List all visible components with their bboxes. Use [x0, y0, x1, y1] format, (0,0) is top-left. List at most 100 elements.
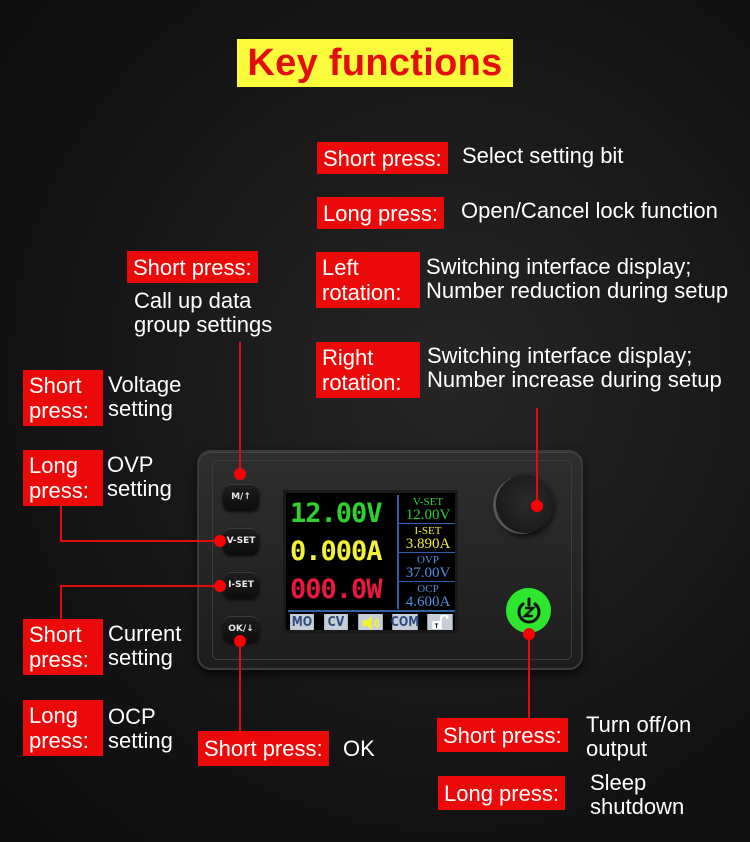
screen-divider	[399, 552, 455, 553]
screen-divider	[399, 523, 455, 524]
tag-line: Right	[322, 345, 374, 370]
device-panel	[212, 460, 572, 660]
desc-line: setting	[108, 645, 173, 670]
ocp-readout: OCP 4.600A	[399, 583, 455, 610]
encoder-left-rotation-tag: Left rotation:	[316, 252, 420, 308]
output-power: 000.0W	[290, 574, 383, 605]
vset-long-press-desc: OVP setting	[107, 453, 172, 501]
encoder-long-press-desc: Open/Cancel lock function	[461, 198, 718, 223]
iset-short-press-tag: Short press:	[23, 619, 103, 675]
desc-line: setting	[108, 396, 173, 421]
m-up-button[interactable]: M/↑	[223, 484, 259, 510]
tag-line: Short	[29, 373, 82, 398]
svg-text:T: T	[435, 624, 439, 630]
ovp-readout: OVP 37.00V	[399, 554, 455, 581]
lcd-screen: 12.00V 0.000A 000.0W V-SET 12.00V I-SET …	[283, 490, 458, 633]
connector-dot	[234, 635, 246, 647]
power-short-press-desc: Turn off/on output	[586, 713, 691, 761]
connector-line	[528, 632, 530, 719]
vset-long-press-tag: Long press:	[23, 450, 103, 506]
connector-line	[239, 640, 241, 732]
output-current: 0.000A	[290, 536, 383, 567]
connector-dot	[214, 535, 226, 547]
iset-short-press-desc: Current setting	[108, 622, 181, 670]
desc-line: Switching interface display;	[427, 343, 693, 368]
vset-value: 12.00V	[405, 507, 451, 523]
desc-line: Switching interface display;	[426, 254, 692, 279]
ok-short-press-tag: Short press:	[198, 731, 329, 766]
iset-value: 3.890A	[405, 536, 451, 552]
encoder-right-rotation-tag: Right rotation:	[316, 342, 420, 398]
iset-readout: I-SET 3.890A	[399, 525, 455, 552]
power-long-press-desc: Sleep shutdown	[590, 771, 684, 819]
iset-long-press-tag: Long press:	[23, 700, 103, 756]
desc-line: Voltage	[108, 372, 182, 397]
ok-short-press-desc: OK	[343, 736, 375, 761]
vset-short-press-desc: Voltage setting	[108, 373, 181, 421]
output-voltage: 12.00V	[290, 498, 383, 529]
screen-divider	[397, 495, 399, 609]
connector-line	[239, 342, 241, 470]
encoder-left-rotation-desc: Switching interface display; Number redu…	[426, 255, 728, 303]
desc-line: Sleep	[590, 770, 647, 795]
tag-line: press:	[29, 647, 89, 672]
desc-line: OVP	[107, 452, 154, 477]
desc-line: OCP	[108, 704, 156, 729]
encoder-long-press-tag: Long press:	[317, 197, 444, 229]
status-cv: CV	[324, 614, 348, 630]
iset-long-press-desc: OCP setting	[108, 705, 173, 753]
screen-divider	[288, 610, 455, 612]
page-title: Key functions	[237, 39, 513, 87]
tag-line: rotation:	[322, 370, 402, 395]
encoder-right-rotation-desc: Switching interface display; Number incr…	[427, 344, 722, 392]
desc-line: Number reduction during setup	[426, 278, 729, 303]
screen-divider	[399, 581, 455, 582]
ocp-value: 4.600A	[405, 594, 451, 610]
ocp-label: OCP	[417, 583, 439, 595]
encoder-short-press-desc: Select setting bit	[462, 143, 624, 168]
vset-short-press-tag: Short press:	[23, 370, 103, 426]
desc-line: Current	[108, 621, 182, 646]
tag-line: Long	[29, 703, 78, 728]
ovp-value: 37.00V	[405, 565, 451, 581]
power-long-press-tag: Long press:	[438, 776, 565, 810]
tag-line: press:	[29, 478, 89, 503]
tag-line: rotation:	[322, 280, 402, 305]
tag-line: Long	[29, 453, 78, 478]
connector-dot	[523, 628, 535, 640]
ovp-label: OVP	[416, 554, 439, 566]
power-icon	[517, 597, 540, 623]
iset-label: I-SET	[414, 525, 442, 537]
vset-label: V-SET	[412, 496, 444, 508]
desc-line: Call up data	[134, 288, 252, 313]
iset-button[interactable]: I-SET	[223, 572, 259, 598]
connector-line	[60, 540, 218, 542]
vset-button[interactable]: V-SET	[223, 528, 259, 554]
m-button-short-press-tag: Short press:	[127, 251, 258, 283]
desc-line: Turn off/on	[586, 712, 692, 737]
vset-readout: V-SET 12.00V	[399, 496, 455, 523]
connector-line	[60, 506, 62, 541]
connector-line	[60, 585, 218, 587]
power-button[interactable]	[506, 588, 551, 633]
status-com: COM	[390, 614, 420, 630]
tag-line: Short	[29, 622, 82, 647]
connector-dot	[214, 580, 226, 592]
tag-line: press:	[29, 728, 89, 753]
status-mo: MO	[290, 614, 314, 630]
desc-line: group settings	[134, 312, 273, 337]
connector-dot	[234, 468, 246, 480]
tag-line: Left	[322, 255, 359, 280]
m-button-desc: Call up data group settings	[134, 289, 272, 337]
desc-line: Number increase during setup	[427, 367, 722, 392]
speaker-icon	[358, 614, 383, 630]
desc-line: shutdown	[590, 794, 685, 819]
connector-dot	[531, 500, 543, 512]
connector-line	[60, 585, 62, 619]
desc-line: output	[586, 736, 648, 761]
desc-line: setting	[107, 476, 172, 501]
ok-down-button[interactable]: OK/↓	[223, 616, 259, 642]
tag-line: press:	[29, 398, 89, 423]
unlock-icon: T	[427, 614, 453, 630]
rotary-encoder-knob[interactable]	[496, 475, 554, 533]
